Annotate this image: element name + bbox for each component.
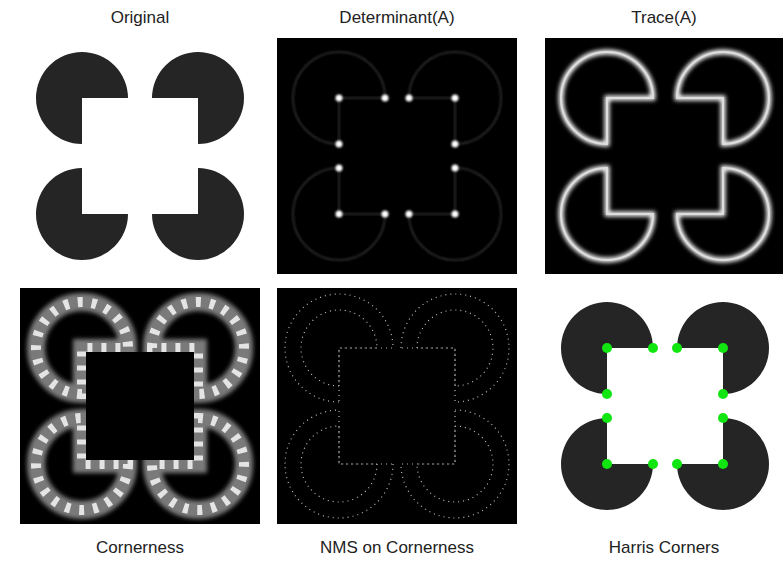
response-peak xyxy=(382,95,389,102)
nms-maxima xyxy=(417,310,493,386)
nms-maxima xyxy=(301,426,377,502)
response-peak xyxy=(406,211,413,218)
panel-ground xyxy=(545,288,783,524)
response-peak xyxy=(382,211,389,218)
corner-dot xyxy=(718,389,728,399)
corner-dot xyxy=(718,459,728,469)
edge-response xyxy=(561,52,653,144)
corner-dot xyxy=(602,459,612,469)
pacman-shape xyxy=(36,168,128,260)
trace-panel xyxy=(545,38,783,274)
corner-dot xyxy=(718,343,728,353)
response-peak xyxy=(452,95,459,102)
panel-caption: NMS on Cornerness xyxy=(320,538,474,558)
original-panel xyxy=(20,38,260,274)
panel-caption: Harris Corners xyxy=(609,538,720,558)
panel-caption: Trace(A) xyxy=(631,8,697,28)
corner-dot xyxy=(648,459,658,469)
pacman-shape xyxy=(677,418,769,510)
response-peak xyxy=(452,165,459,172)
panel-ground xyxy=(20,288,260,524)
pacman-shape xyxy=(561,418,653,510)
nms-maxima xyxy=(401,294,509,402)
edge-response xyxy=(561,168,653,260)
corner-dot xyxy=(602,413,612,423)
corner-dot xyxy=(648,343,658,353)
panel-ground xyxy=(20,38,260,274)
faint-outline xyxy=(409,168,501,260)
nms-maxima xyxy=(301,310,377,386)
corner-dot xyxy=(602,389,612,399)
panel-ground xyxy=(277,288,517,524)
corner-dot xyxy=(672,459,682,469)
dark-centre xyxy=(86,352,194,460)
response-peak xyxy=(406,95,413,102)
nms-maxima xyxy=(401,410,509,518)
edge-response xyxy=(677,52,769,144)
response-peak xyxy=(336,165,343,172)
pacman-shape xyxy=(36,52,128,144)
harris-panel xyxy=(545,288,783,524)
edge-response xyxy=(561,52,653,144)
edge-response xyxy=(677,168,769,260)
response-peak xyxy=(336,141,343,148)
corner-dot xyxy=(672,343,682,353)
det-panel xyxy=(277,38,517,274)
edge-response xyxy=(677,52,769,144)
corner-panel xyxy=(20,288,260,524)
pacman-shape xyxy=(152,52,244,144)
faint-outline xyxy=(409,52,501,144)
faint-outline xyxy=(293,52,385,144)
nms-maxima xyxy=(417,426,493,502)
nms-maxima xyxy=(285,294,393,402)
response-peak xyxy=(452,211,459,218)
pacman-shape xyxy=(677,302,769,394)
response-peak xyxy=(452,141,459,148)
panel-caption: Determinant(A) xyxy=(339,8,454,28)
nms-panel xyxy=(277,288,517,524)
edge-response xyxy=(677,168,769,260)
pacman-shape xyxy=(561,302,653,394)
corner-dot xyxy=(602,343,612,353)
response-peak xyxy=(336,95,343,102)
panel-ground xyxy=(277,38,517,274)
panel-ground xyxy=(545,38,783,274)
pacman-shape xyxy=(152,168,244,260)
nms-maxima xyxy=(285,410,393,518)
faint-outline xyxy=(293,168,385,260)
response-peak xyxy=(336,211,343,218)
panel-caption: Original xyxy=(111,8,170,28)
panel-caption: Cornerness xyxy=(96,538,184,558)
edge-response xyxy=(561,168,653,260)
corner-dot xyxy=(718,413,728,423)
